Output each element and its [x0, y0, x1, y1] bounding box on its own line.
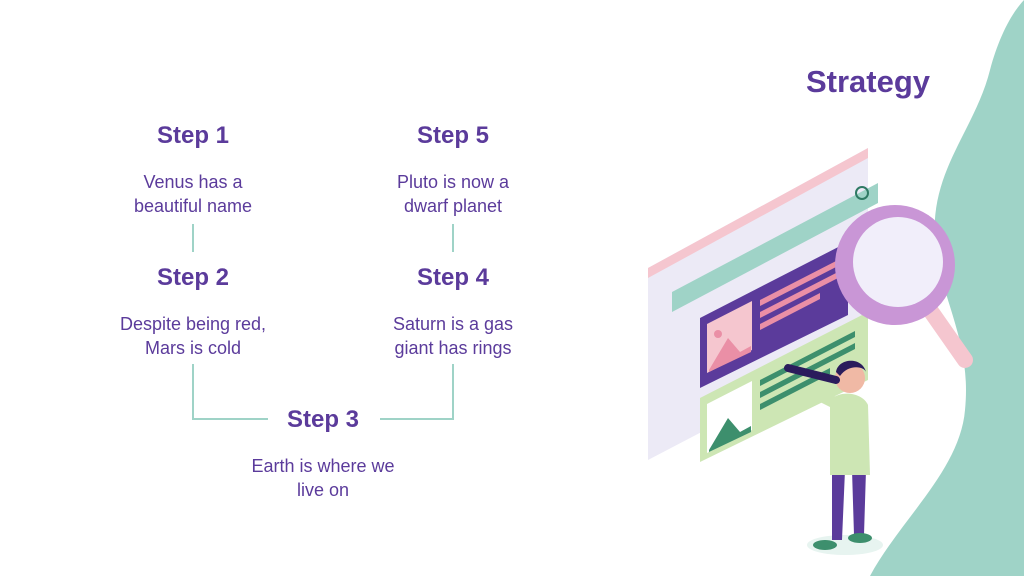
person-hair — [836, 360, 866, 376]
connector-step2-step3 — [192, 364, 268, 420]
webpage-header-bar — [648, 148, 868, 278]
step-3-title: Step 3 — [286, 406, 360, 433]
person-arm — [812, 388, 838, 408]
strategy-illustration — [648, 0, 1024, 576]
step-2-desc-line1: Despite being red, — [119, 314, 267, 334]
person-shoe-left — [813, 540, 837, 550]
step-1-desc-line2: beautiful name — [133, 196, 253, 216]
person-shoe-right — [848, 533, 872, 543]
flow-connectors — [192, 224, 454, 420]
step-2-title: Step 2 — [156, 264, 230, 291]
step-5-title: Step 5 — [416, 122, 490, 149]
telescope-icon — [784, 364, 840, 384]
step-4-desc-line1: Saturn is a gas — [392, 314, 514, 334]
step-5-desc-line2: dwarf planet — [403, 196, 503, 216]
webpage-search-bar — [672, 183, 878, 312]
step-3-desc-line1: Earth is where we — [251, 456, 395, 476]
step-5-desc-line1: Pluto is now a — [396, 172, 510, 192]
step-4-title: Step 4 — [416, 264, 490, 291]
person-torso — [830, 393, 870, 475]
card2-image-mountain — [709, 418, 751, 452]
card-text-line-1 — [760, 260, 838, 306]
step-4-description: Saturn is a gas giant has rings — [353, 312, 553, 360]
magnifier-lens — [853, 217, 943, 307]
step-1-title: Step 1 — [156, 122, 230, 149]
step-1-desc-line1: Venus has a — [143, 172, 243, 192]
step-1-description: Venus has a beautiful name — [93, 170, 293, 218]
step-2-desc-line2: Mars is cold — [144, 338, 242, 358]
connector-step4-step3 — [380, 364, 454, 420]
card-text-line-3 — [760, 293, 820, 330]
step-4-desc-line2: giant has rings — [394, 338, 512, 358]
person-legs — [832, 470, 866, 540]
card-image-sun — [714, 330, 722, 338]
card-image-mountain — [709, 338, 751, 372]
step-3-desc-line2: live on — [296, 480, 350, 500]
card-text-line-2 — [760, 272, 838, 318]
step-2-description: Despite being red, Mars is cold — [93, 312, 293, 360]
search-button-icon — [855, 186, 869, 200]
step-3-description: Earth is where we live on — [223, 454, 423, 502]
magnifier-handle — [922, 302, 973, 368]
step-5-description: Pluto is now a dwarf planet — [353, 170, 553, 218]
card2-text-line-3 — [760, 368, 830, 410]
card2-text-line-1 — [760, 331, 855, 386]
page-title: Strategy — [805, 64, 930, 99]
